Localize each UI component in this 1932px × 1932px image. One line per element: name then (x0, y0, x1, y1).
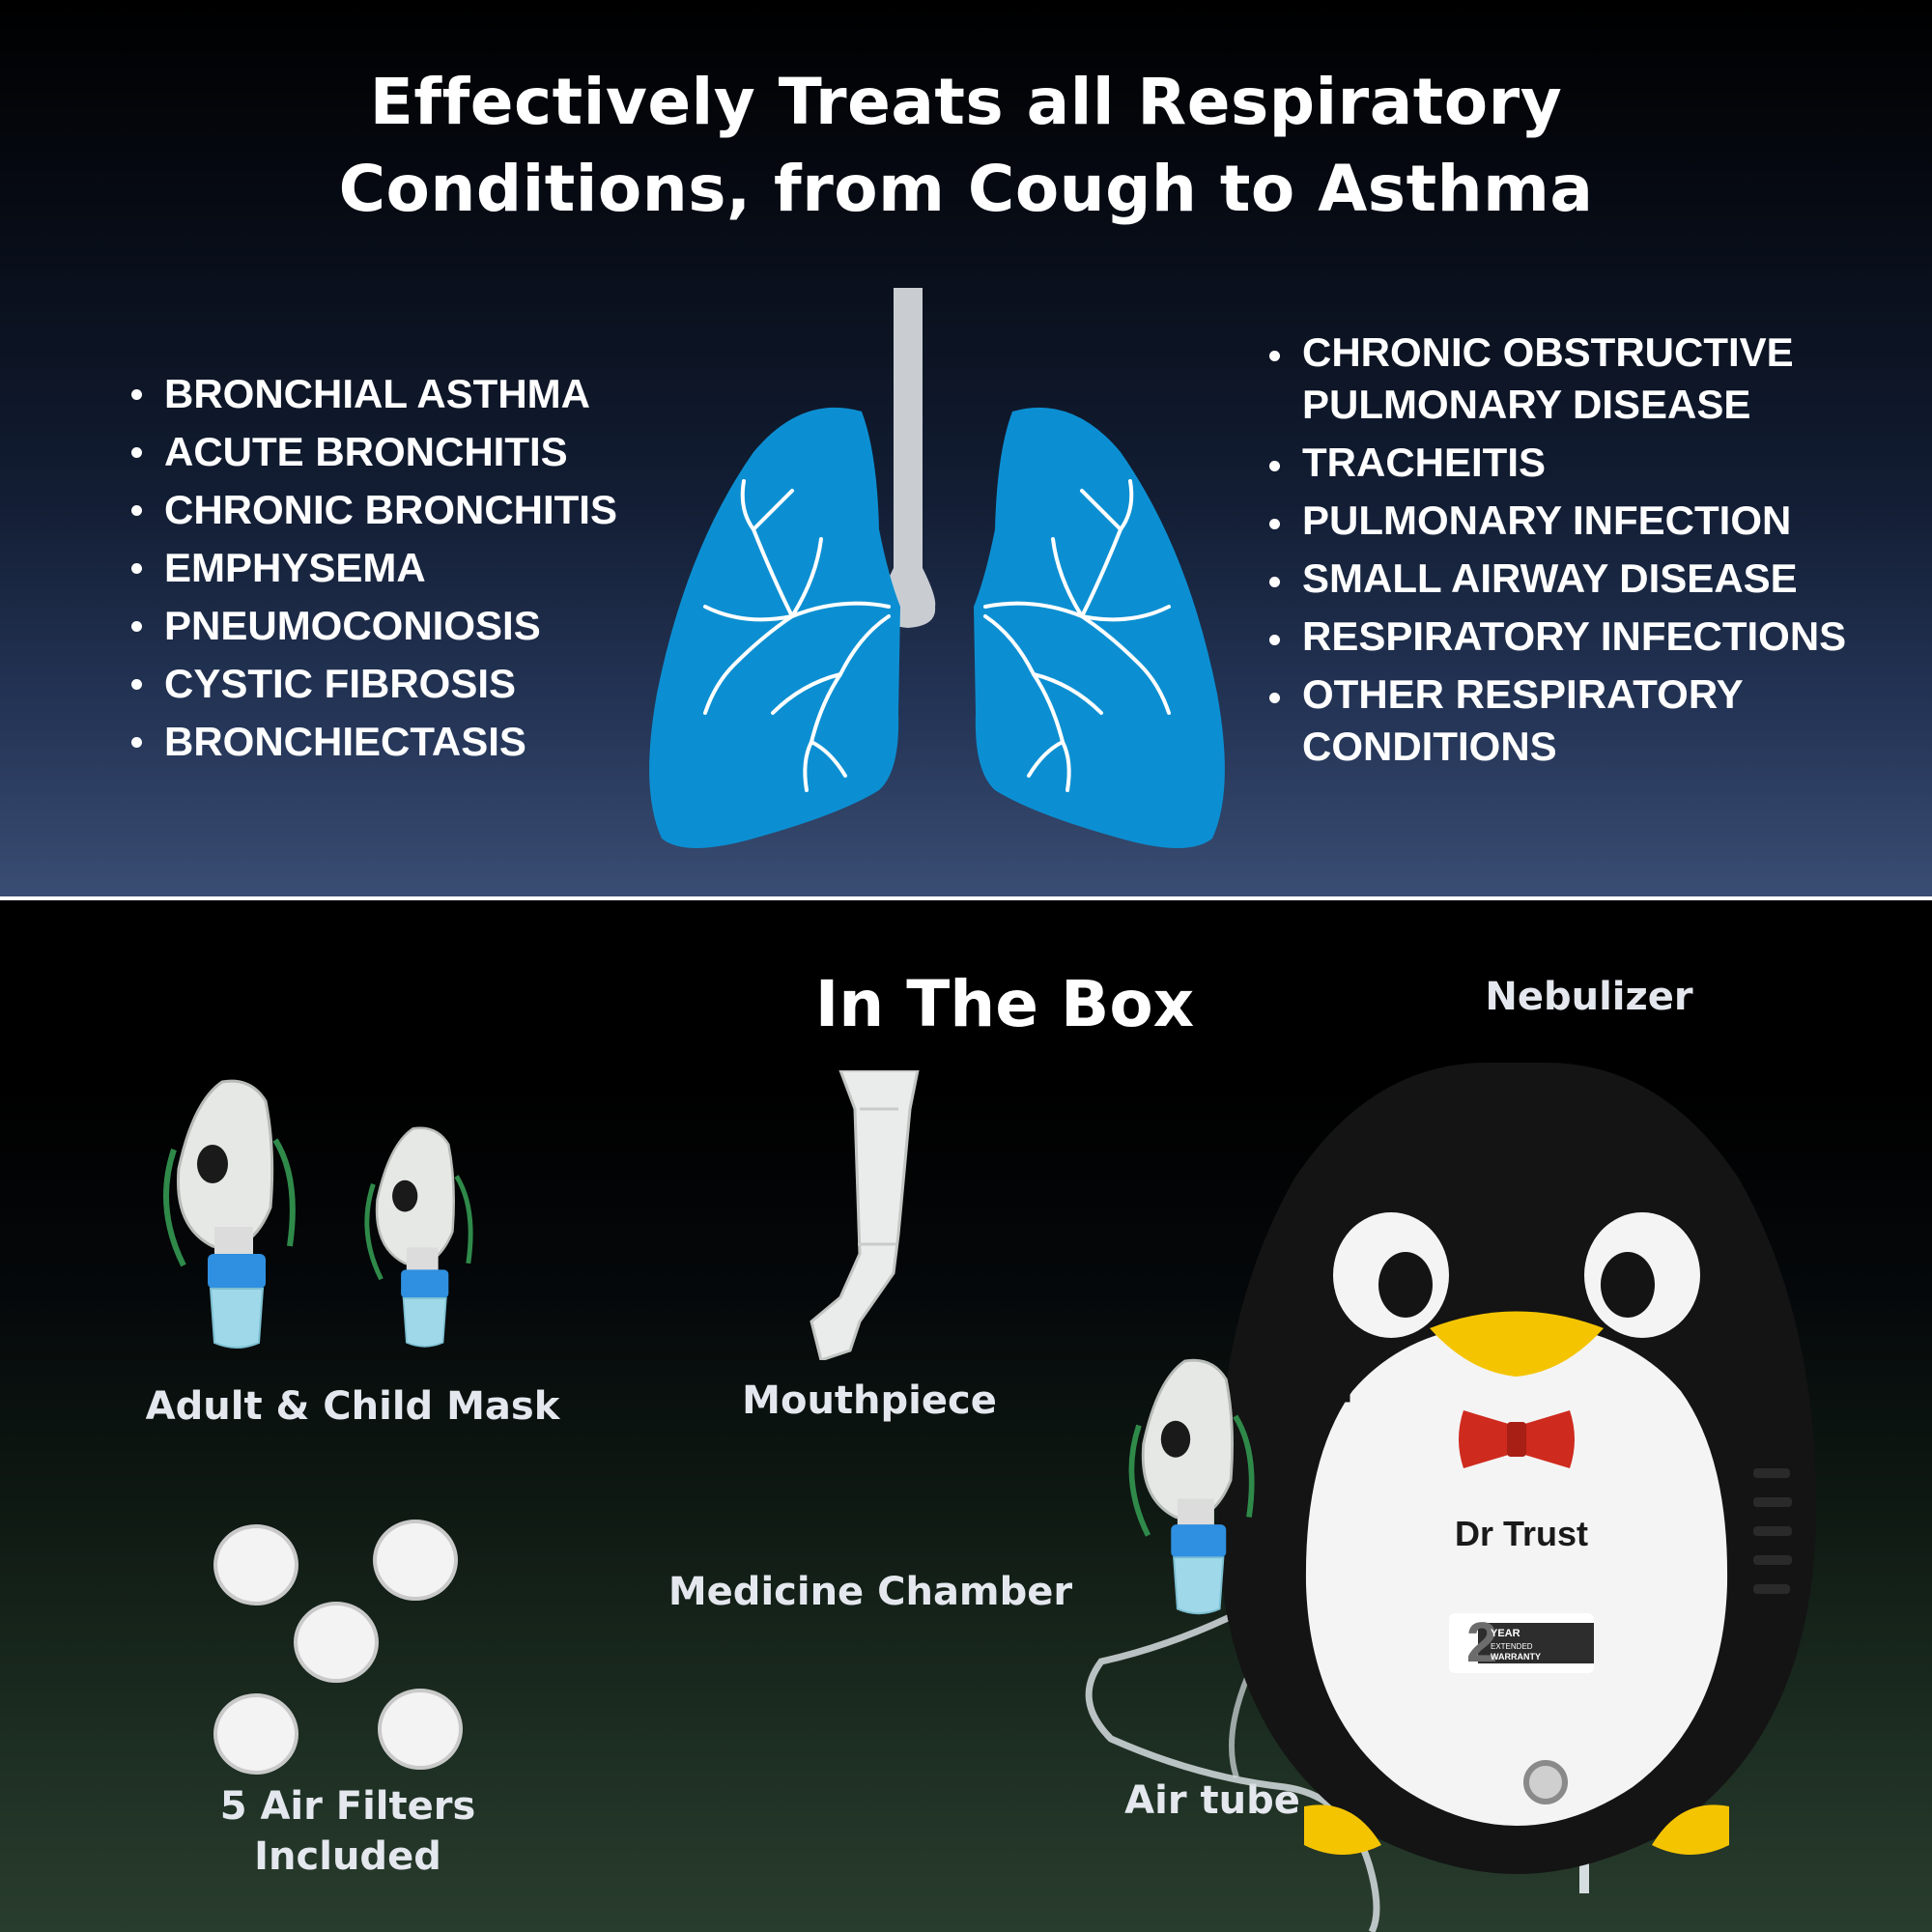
condition-item: EMPHYSEMA (129, 539, 617, 597)
medicine-chamber-label: Medicine Chamber (668, 1570, 1073, 1614)
headline-line-2: Conditions, from Cough to Asthma (338, 152, 1594, 226)
mouthpiece-label: Mouthpiece (742, 1378, 997, 1423)
nebulizer-label: Nebulizer (1485, 975, 1693, 1019)
conditions-list-left: BRONCHIAL ASTHMA ACUTE BRONCHITIS CHRONI… (129, 365, 617, 771)
filters-label-line-2: Included (254, 1834, 441, 1879)
condition-text: OTHER RESPIRATORY CONDITIONS (1302, 671, 1743, 769)
section-divider (0, 896, 1932, 900)
warranty-extended: EXTENDED (1491, 1642, 1533, 1651)
condition-item: TRACHEITIS (1267, 437, 1846, 489)
in-the-box-heading: In The Box (814, 967, 1195, 1041)
condition-item: RESPIRATORY INFECTIONS (1267, 611, 1846, 663)
condition-item: PULMONARY INFECTION (1267, 495, 1846, 547)
filters-label-line-1: 5 Air Filters (219, 1784, 476, 1829)
condition-item: CYSTIC FIBROSIS (129, 655, 617, 713)
nebulizer-icon: Dr Trust 2 YEAR EXTENDED WARRANTY (1085, 1063, 1816, 1932)
condition-text: CHRONIC OBSTRUCTIVE PULMONARY DISEASE (1302, 329, 1794, 427)
warranty-number: 2 (1466, 1611, 1497, 1674)
condition-item: BRONCHIAL ASTHMA (129, 365, 617, 423)
warranty-year: YEAR (1491, 1628, 1520, 1639)
condition-item: CHRONIC OBSTRUCTIVE PULMONARY DISEASE (1267, 327, 1846, 431)
air-filter-icon (213, 1520, 463, 1775)
condition-item: ACUTE BRONCHITIS (129, 423, 617, 481)
mouthpiece-icon (810, 1070, 920, 1360)
headline-line-1: Effectively Treats all Respiratory (369, 65, 1563, 139)
condition-item: OTHER RESPIRATORY CONDITIONS (1267, 668, 1846, 773)
masks-label: Adult & Child Mask (145, 1384, 560, 1429)
warranty-text: WARRANTY (1491, 1652, 1541, 1662)
conditions-list-right: CHRONIC OBSTRUCTIVE PULMONARY DISEASE TR… (1267, 327, 1846, 773)
filters-label: 5 Air Filters Included (184, 1781, 512, 1882)
condition-item: PNEUMOCONIOSIS (129, 597, 617, 655)
condition-item: SMALL AIRWAY DISEASE (1267, 553, 1846, 605)
condition-item: BRONCHIECTASIS (129, 713, 617, 771)
lungs-icon (649, 288, 1225, 848)
conditions-panel: Effectively Treats all Respiratory Condi… (0, 0, 1932, 896)
brand-label: Dr Trust (1455, 1514, 1588, 1553)
condition-item: CHRONIC BRONCHITIS (129, 481, 617, 539)
mask-icon (163, 1079, 473, 1349)
